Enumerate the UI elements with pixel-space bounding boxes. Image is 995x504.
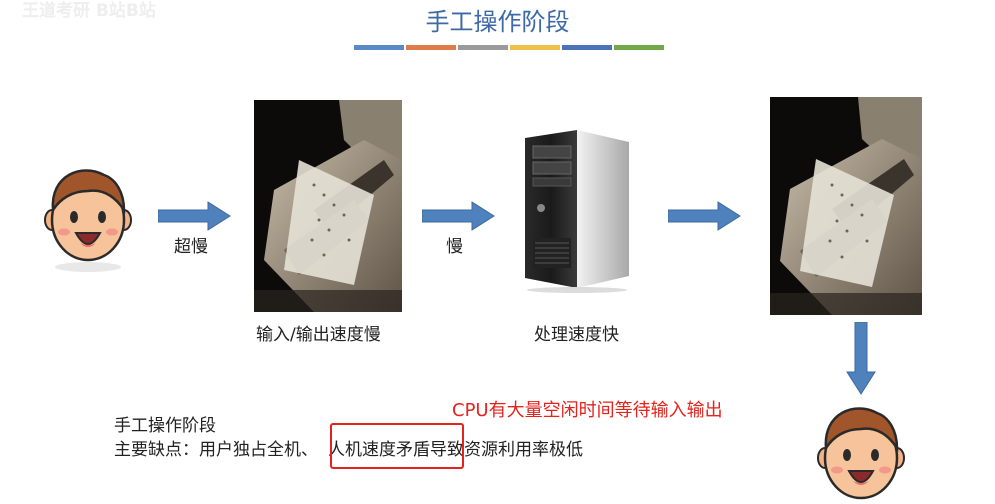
arrow-down-icon — [846, 322, 876, 395]
notes-line-2: 主要缺点：用户独占全机、人机速度矛盾导致资源利用率极低 — [114, 435, 583, 460]
title-bar-segment — [562, 45, 612, 50]
title-bar-segment — [406, 45, 456, 50]
computer-caption: 处理速度快 — [534, 325, 619, 345]
paper-tape-machine-photo — [770, 97, 922, 315]
arrow-right-icon — [668, 201, 741, 231]
arrow-2-label: 慢 — [446, 237, 463, 257]
notes-line-2-suffix: 导致资源利用率极低 — [430, 440, 583, 460]
arrow-1-label: 超慢 — [174, 237, 208, 257]
highlight-box — [330, 423, 464, 469]
notes-line-2-highlight: 人机速度矛盾 — [328, 440, 430, 460]
user-face-icon — [817, 407, 905, 500]
arrow-right-icon — [158, 201, 231, 231]
title-bar-segment — [354, 45, 404, 50]
slide-title: 手工操作阶段 — [425, 8, 570, 36]
user-face-icon — [44, 169, 132, 272]
computer-tower-icon — [525, 130, 629, 293]
paper-tape-machine-photo — [254, 100, 402, 312]
notes-line-1: 手工操作阶段 — [114, 416, 216, 436]
red-annotation: CPU有大量空闲时间等待输入输出 — [452, 400, 723, 421]
arrow-right-icon — [422, 201, 495, 231]
title-bar-segment — [614, 45, 664, 50]
watermark: 王道考研 B站B站 — [22, 1, 156, 21]
tape-caption: 输入/输出速度慢 — [256, 325, 381, 345]
title-bar-segment — [510, 45, 560, 50]
notes-line-2-prefix: 主要缺点：用户独占全机、 — [114, 440, 318, 460]
title-bar-segment — [458, 45, 508, 50]
